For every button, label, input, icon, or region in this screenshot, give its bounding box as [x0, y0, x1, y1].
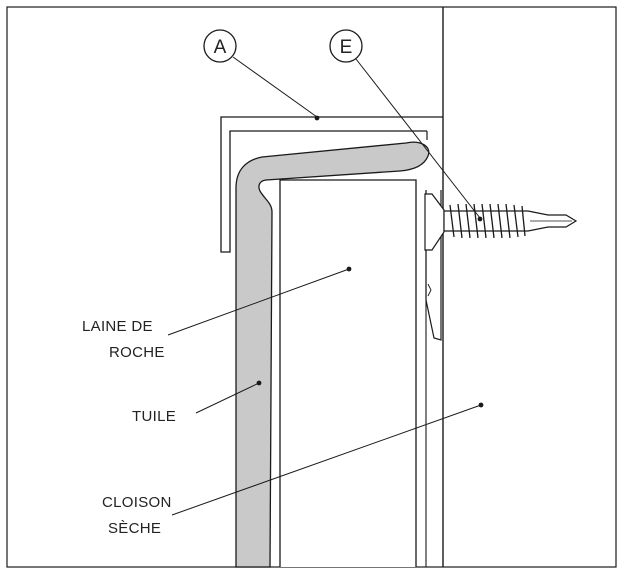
clip-detail	[427, 283, 432, 297]
callout-e-leader	[355, 58, 481, 219]
callout-a-leader	[232, 56, 318, 118]
callout-a-dot	[314, 115, 320, 121]
label-laine-line2: ROCHE	[109, 344, 165, 361]
tile-profile	[235, 141, 430, 568]
spring-clip	[425, 190, 442, 341]
label-laine-line1: LAINE DE	[82, 318, 153, 335]
label-cloison-line1: CLOISON	[102, 494, 172, 511]
callout-e-circle	[329, 29, 363, 63]
leader-tuile	[195, 382, 260, 414]
screw-head	[424, 193, 445, 251]
dot-tuile	[256, 380, 262, 386]
dot-cloison	[478, 402, 484, 408]
leader-laine	[167, 268, 350, 336]
leader-cloison	[171, 404, 482, 516]
rock-wool-panel	[279, 179, 417, 567]
screw-e	[424, 193, 578, 251]
label-tuile: TUILE	[132, 408, 176, 425]
callout-a-letter: A	[214, 37, 227, 58]
label-cloison-line2: SÈCHE	[108, 520, 161, 537]
profile-a-outer	[220, 116, 443, 253]
screw-threads	[449, 203, 526, 239]
dot-laine	[346, 266, 352, 272]
callout-e-letter: E	[340, 37, 353, 58]
callout-a-circle	[203, 29, 237, 63]
callout-e-dot	[477, 216, 483, 222]
